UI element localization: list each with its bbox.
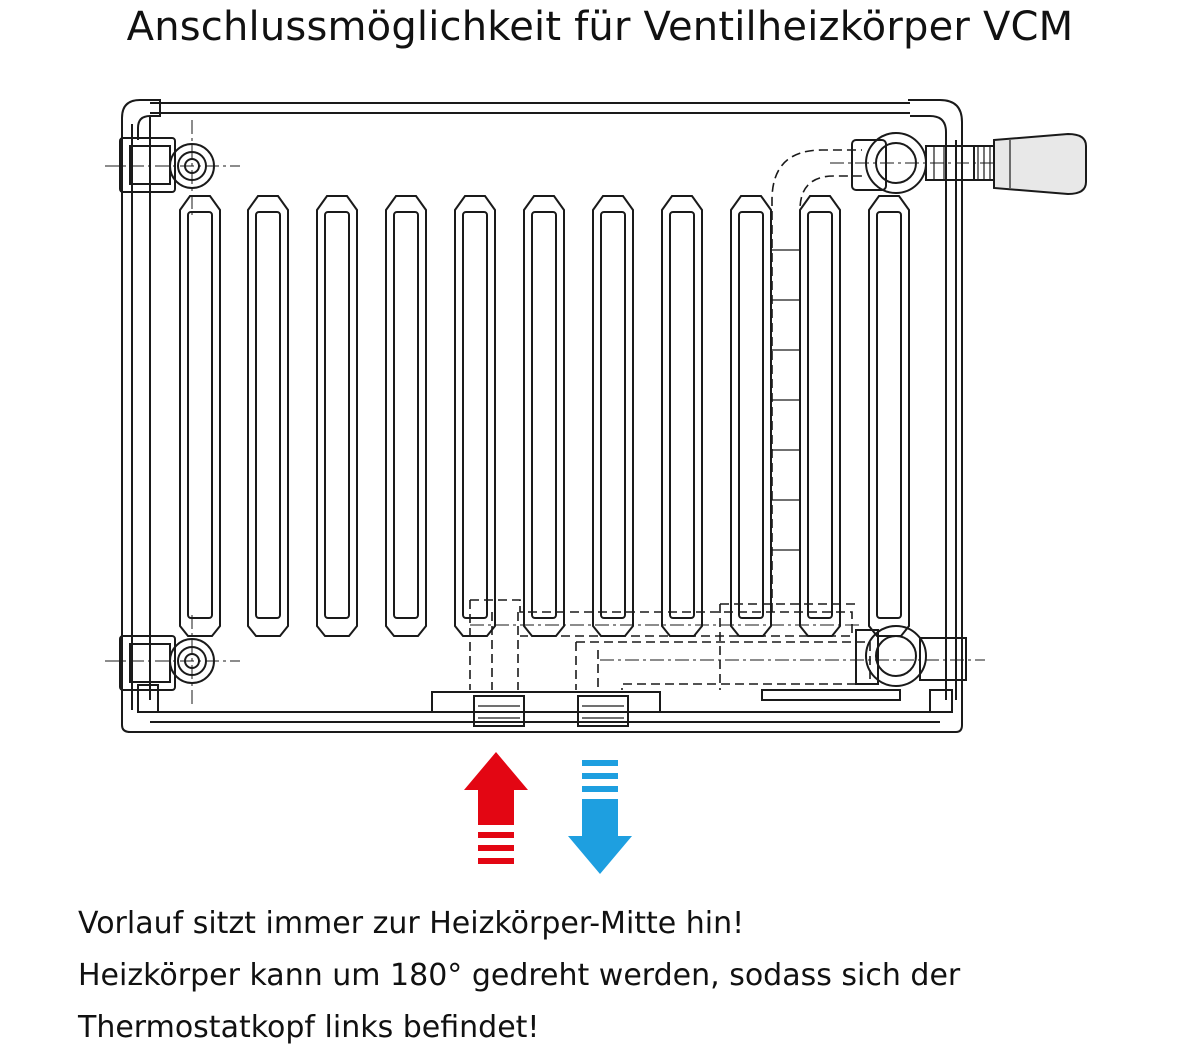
fin-channel (807, 211, 833, 619)
fin-channel (738, 211, 764, 619)
return-arrow (568, 760, 632, 874)
valve-body (830, 132, 1000, 194)
note-line: Vorlauf sitzt immer zur Heizkörper-Mitte… (78, 906, 745, 941)
fin-channel (876, 211, 902, 619)
fin (799, 195, 841, 637)
supply-arrow (464, 752, 528, 864)
bottom-connection-block (431, 689, 901, 713)
fin-channel (324, 211, 350, 619)
note-line: Thermostatkopf links befindet! (78, 1010, 540, 1045)
fin (247, 195, 289, 637)
fin-channel (600, 211, 626, 619)
fin-channel (531, 211, 557, 619)
fin (316, 195, 358, 637)
fin (730, 195, 772, 637)
fin (661, 195, 703, 637)
left-top-plug (105, 120, 240, 215)
return-elbow (855, 625, 967, 687)
internal-riser-pipe (771, 149, 862, 612)
fin (592, 195, 634, 637)
fin-channel (187, 211, 213, 619)
page-title: Anschlussmöglichkeit für Ventilheizkörpe… (126, 4, 1074, 50)
arrow-down-icon (568, 799, 632, 874)
fin-channel (462, 211, 488, 619)
fin (179, 195, 221, 637)
arrow-up-icon (464, 752, 528, 825)
fin (523, 195, 565, 637)
fin-channel (393, 211, 419, 619)
convector-fins (179, 195, 910, 637)
fin (454, 195, 496, 637)
thermostat-head-icon (993, 132, 1087, 196)
note-line: Heizkörper kann um 180° gedreht werden, … (78, 958, 961, 993)
fin-channel (669, 211, 695, 619)
left-bottom-plug (105, 615, 240, 705)
internal-collector-pipes (469, 599, 985, 690)
return-connection (577, 695, 629, 727)
fin (868, 195, 910, 637)
fin-channel (255, 211, 281, 619)
supply-connection (473, 695, 525, 727)
fin (385, 195, 427, 637)
notes: Vorlauf sitzt immer zur Heizkörper-Mitte… (78, 898, 960, 1054)
